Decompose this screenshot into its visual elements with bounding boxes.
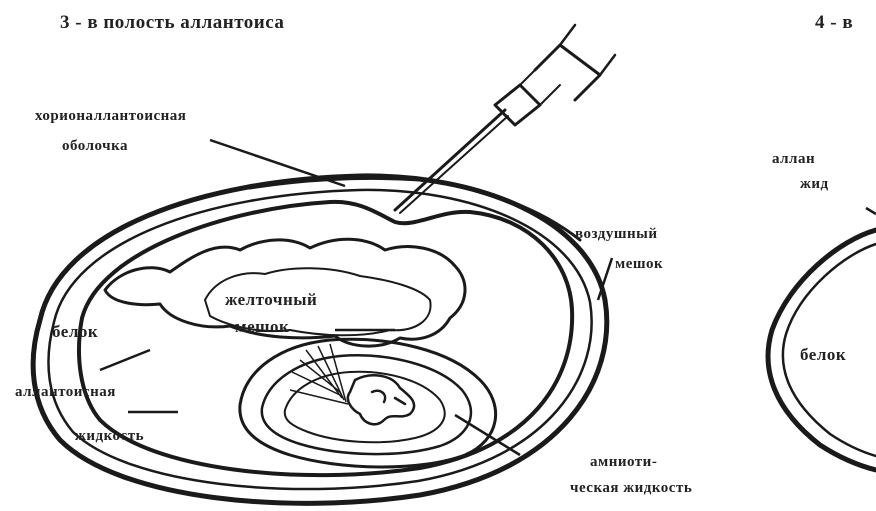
albumen-label: белок bbox=[52, 322, 98, 341]
yolk-sac-label-line1: желточный bbox=[225, 290, 317, 309]
amniotic-label-line1: амниоти- bbox=[590, 454, 657, 470]
yolk-sac-label: желточный мешок bbox=[225, 290, 317, 336]
chorion-label: хорионаллантоисная оболочка bbox=[35, 108, 186, 154]
yolk-sac-label-line2: мешок bbox=[235, 317, 289, 336]
right-top-leader bbox=[866, 208, 876, 214]
panel-right-partial: 4 - в аллан жид белок bbox=[768, 12, 876, 470]
amniotic-label: амниоти- ческая жидкость bbox=[570, 454, 692, 496]
syringe bbox=[395, 25, 615, 213]
allantoic-label-line1: аллантоисная bbox=[15, 384, 116, 400]
panel-heading-left: 3 - в полость аллантоиса bbox=[60, 12, 284, 33]
leader-chorion bbox=[210, 140, 345, 186]
air-sac-membrane bbox=[250, 178, 580, 240]
leader-albumen bbox=[100, 350, 150, 370]
allantoic-label: аллантоисная жидкость bbox=[15, 384, 144, 444]
right-top-label-line2: жид bbox=[800, 176, 829, 192]
right-top-label-line1: аллан bbox=[772, 151, 815, 167]
air-sac-label-line2: мешок bbox=[615, 256, 663, 272]
amniotic-label-line2: ческая жидкость bbox=[570, 480, 692, 496]
egg-shell-outer bbox=[33, 176, 607, 503]
egg-shell-inner bbox=[48, 190, 591, 489]
leader-lines bbox=[100, 140, 612, 455]
right-albumen-label: белок bbox=[800, 345, 846, 364]
air-sac-label: воздушный мешок bbox=[575, 226, 663, 272]
allantoic-label-line2: жидкость bbox=[75, 428, 144, 444]
embryo bbox=[348, 375, 414, 424]
air-sac-label-line1: воздушный bbox=[575, 226, 658, 242]
panel-heading-right: 4 - в bbox=[815, 12, 853, 33]
amnion-middle bbox=[262, 355, 471, 454]
panel-allantoic-cavity: 3 - в полость аллантоиса bbox=[15, 12, 692, 503]
amnion-outer bbox=[240, 339, 496, 467]
chorion-label-line2: оболочка bbox=[62, 138, 128, 154]
chorion-label-line1: хорионаллантоисная bbox=[35, 108, 186, 124]
amnion-inner bbox=[285, 372, 445, 442]
